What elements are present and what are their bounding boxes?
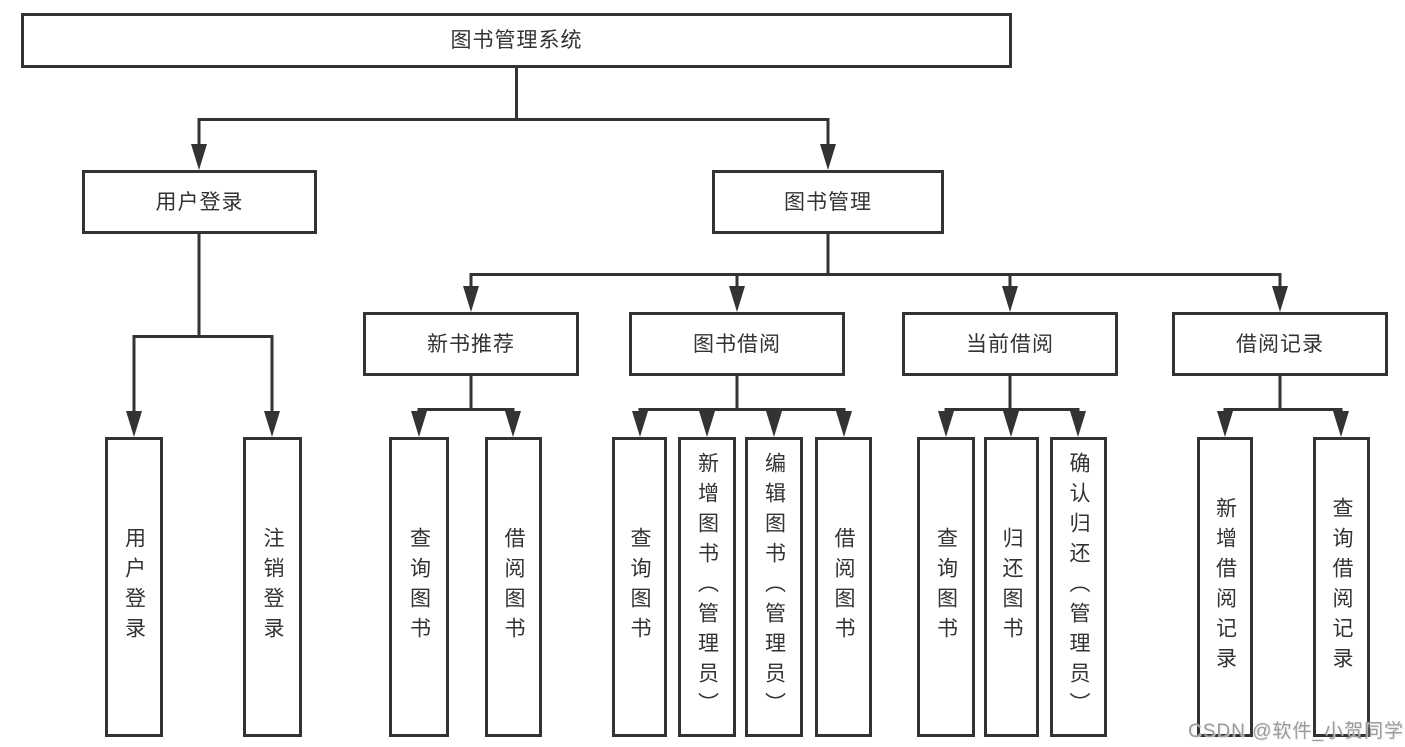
node-borrow-records: 借阅记录 xyxy=(1172,312,1388,376)
leaf-query-books-2: 查询图书 xyxy=(612,437,667,737)
leaf-confirm-return-admin: 确认归还（管理员） xyxy=(1050,437,1107,737)
leaf-return-book: 归还图书 xyxy=(984,437,1039,737)
leaf-add-book-admin: 新增图书（管理员） xyxy=(678,437,736,737)
node-user-login: 用户登录 xyxy=(82,170,317,234)
leaf-query-borrow-record: 查询借阅记录 xyxy=(1313,437,1370,737)
leaf-add-borrow-record: 新增借阅记录 xyxy=(1197,437,1253,737)
node-book-borrow: 图书借阅 xyxy=(629,312,845,376)
node-current-borrow: 当前借阅 xyxy=(902,312,1118,376)
leaf-edit-book-admin: 编辑图书（管理员） xyxy=(745,437,803,737)
node-new-book-recommend: 新书推荐 xyxy=(363,312,579,376)
leaf-query-books-1: 查询图书 xyxy=(389,437,449,737)
leaf-borrow-books-2: 借阅图书 xyxy=(815,437,872,737)
leaf-borrow-books-1: 借阅图书 xyxy=(485,437,542,737)
node-root: 图书管理系统 xyxy=(21,13,1012,68)
leaf-user-login: 用户登录 xyxy=(105,437,163,737)
csdn-watermark: CSDN @软件_小贺同学 xyxy=(1188,721,1404,742)
node-book-management: 图书管理 xyxy=(712,170,944,234)
leaf-logout: 注销登录 xyxy=(243,437,302,737)
leaf-query-books-3: 查询图书 xyxy=(917,437,975,737)
